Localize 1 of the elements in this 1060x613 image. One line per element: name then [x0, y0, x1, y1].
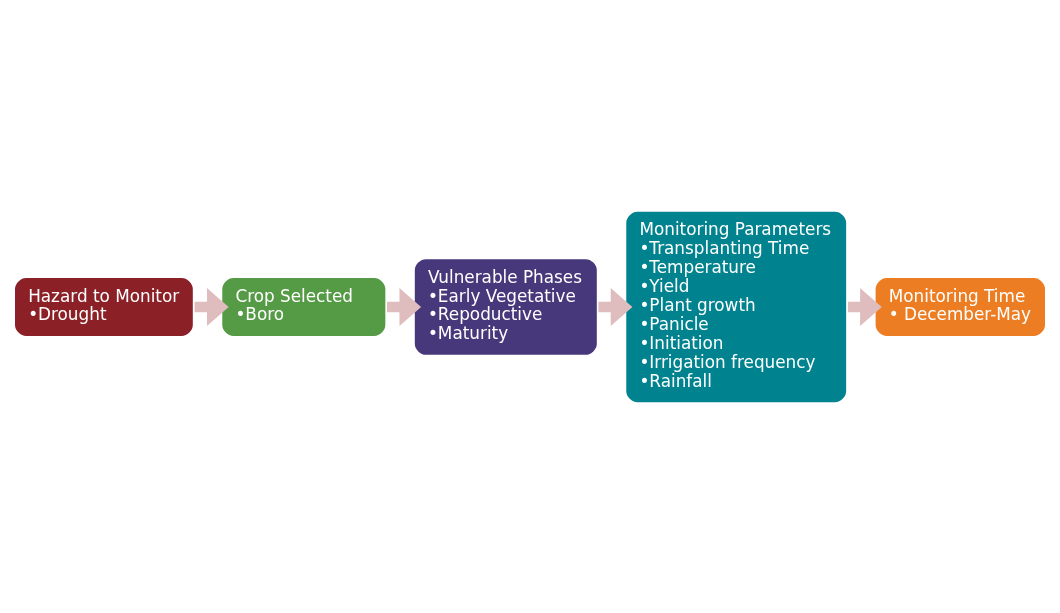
node-box: Monitoring Parameters •Transplanting Time •Temperature •Yield •Plant growth •Panicle •Initiation •Irrigation frequency •Rainfall — [623, 208, 850, 405]
